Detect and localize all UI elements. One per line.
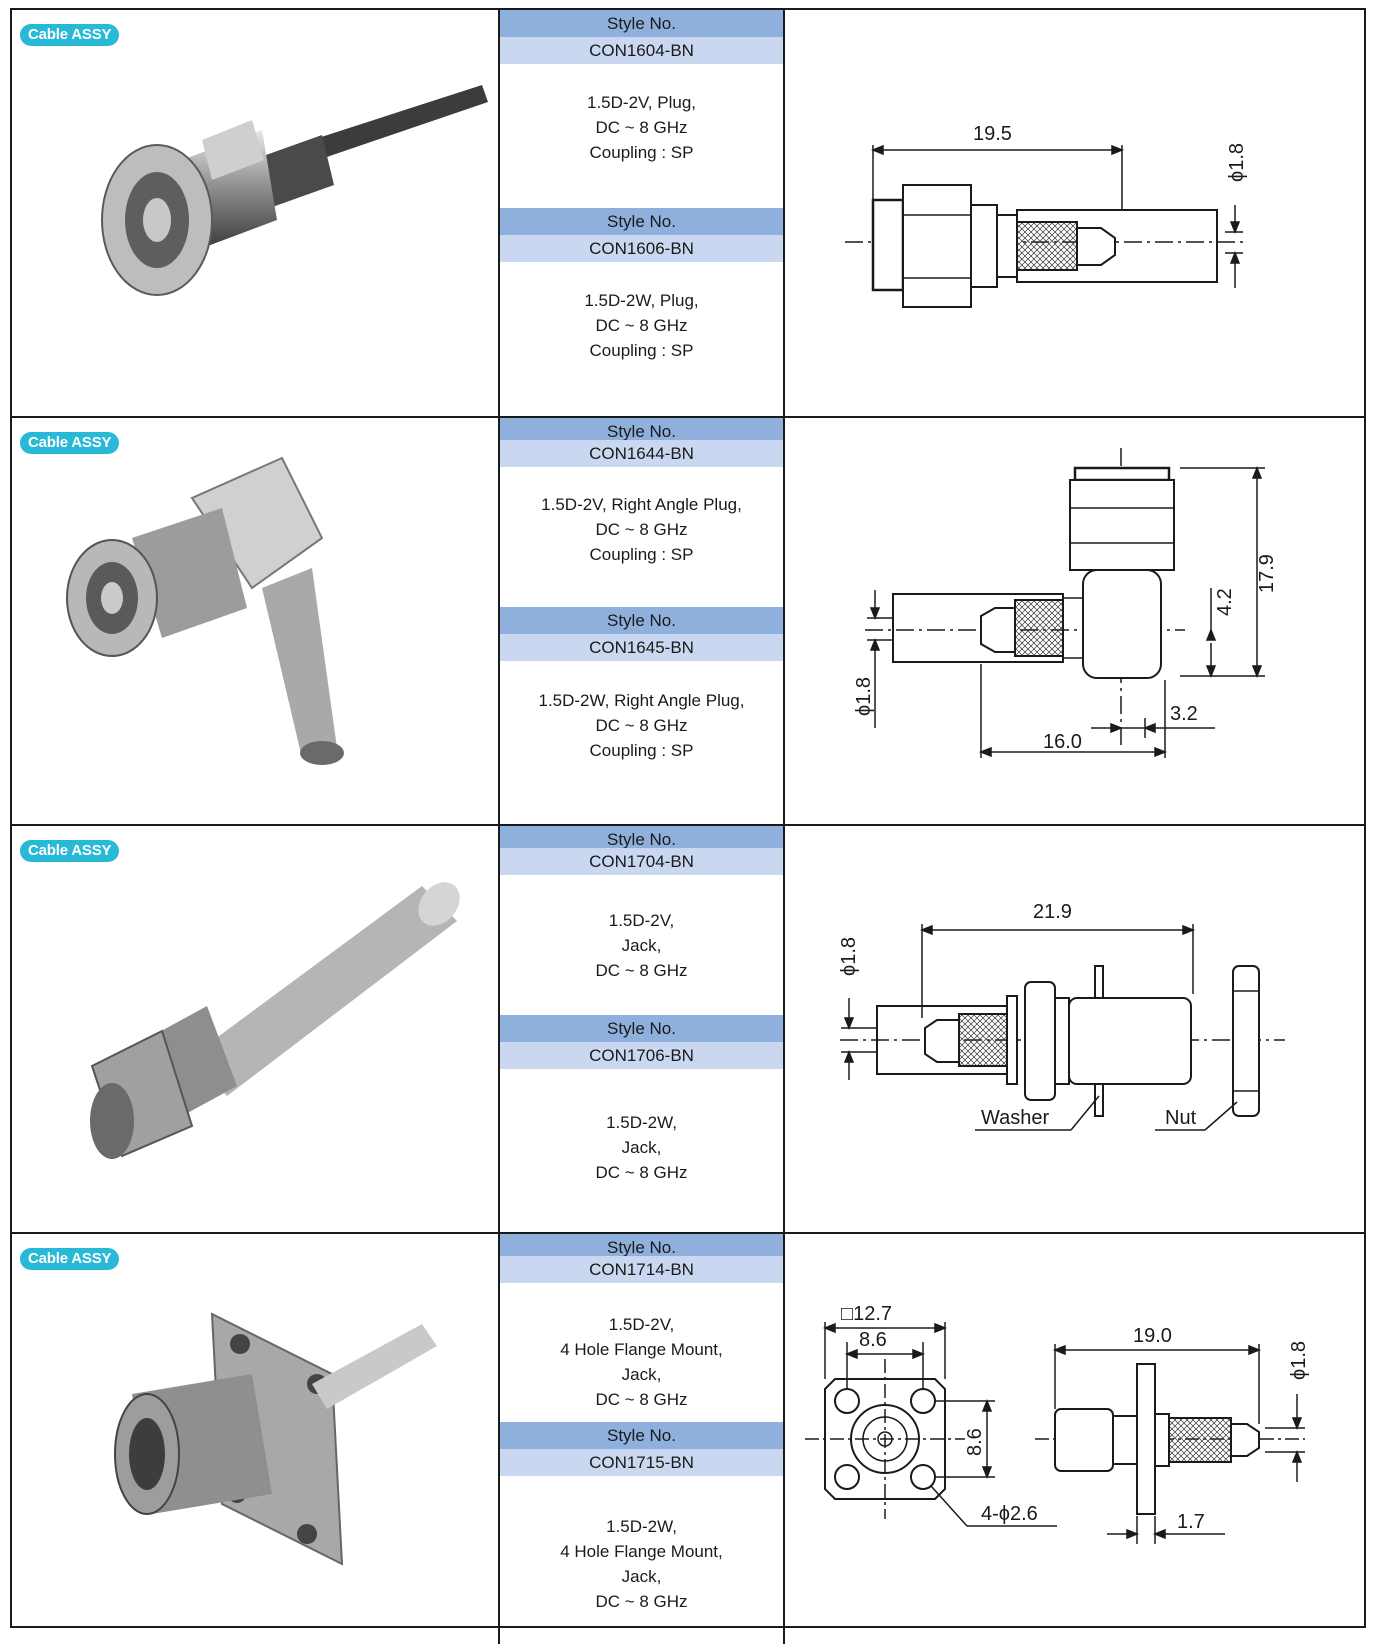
dimension-drawing: □12.7 8.6 8.6 4-ϕ2.6 [785,1234,1364,1644]
product-description: 1.5D-2V,4 Hole Flange Mount,Jack,DC ~ 8 … [560,1315,723,1409]
spec-cell: Style No. CON1714-BN 1.5D-2V,4 Hole Flan… [500,1234,785,1644]
style-number: CON1714-BN [500,1256,783,1283]
product-description: 1.5D-2W,4 Hole Flange Mount,Jack,DC ~ 8 … [560,1517,723,1611]
product-table: Cable ASSY Style No. CON1604-BN 1.5D-2V,… [10,8,1366,1644]
style-number: CON1645-BN [500,634,783,661]
washer-label: Washer [981,1107,1050,1129]
tip-dimension: 3.2 [1170,703,1198,725]
dimension-drawing: 17.9 4.2 ϕ1.8 3.2 16.0 [785,418,1364,824]
jack-photo [90,882,460,1159]
diameter-dimension: ϕ1.8 [1288,1341,1310,1380]
flange-jack-photo [114,1312,437,1566]
plug-photo [101,85,488,296]
diameter-dimension: ϕ1.8 [853,677,875,716]
style-no-heading: Style No. [500,208,783,235]
style-no-heading: Style No. [500,1422,783,1449]
style-number: CON1604-BN [500,37,783,64]
product-row: Cable ASSY Style No. CON1714-BN 1.5D-2V,… [12,1234,1364,1644]
hole-pitch-x-dimension: 8.6 [859,1329,887,1351]
style-number: CON1644-BN [500,440,783,467]
product-row: Cable ASSY Style No. CON1704-BN 1.5D-2V,… [12,826,1364,1234]
photo-cell: Cable ASSY [12,418,500,824]
length-dimension: 21.9 [1033,901,1072,923]
product-row: Cable ASSY Style No. CON1604-BN 1.5D-2V,… [12,10,1364,418]
product-description: 1.5D-2V,Jack,DC ~ 8 GHz [595,911,688,980]
photo-cell: Cable ASSY [12,826,500,1232]
length-dimension: 19.0 [1133,1325,1172,1347]
cable-assy-badge: Cable ASSY [20,24,120,46]
length-dimension: 19.5 [973,123,1012,145]
dimension-drawing: 21.9 ϕ1.8 Washer Nut [785,826,1364,1232]
style-number: CON1704-BN [500,848,783,875]
style-number: CON1715-BN [500,1449,783,1476]
product-row: Cable ASSY Style No. CON1644-BN 1.5D-2V,… [12,418,1364,826]
photo-cell: Cable ASSY [12,10,500,416]
spec-cell: Style No. CON1644-BN 1.5D-2V, Right Angl… [500,418,785,824]
flange-thickness-dimension: 1.7 [1177,1511,1205,1533]
product-description: 1.5D-2W,Jack,DC ~ 8 GHz [595,1113,688,1182]
nut-label: Nut [1165,1107,1197,1129]
spec-cell: Style No. CON1704-BN 1.5D-2V,Jack,DC ~ 8… [500,826,785,1232]
diameter-dimension: ϕ1.8 [838,937,860,976]
style-number: CON1606-BN [500,235,783,262]
style-number: CON1706-BN [500,1042,783,1069]
style-no-heading: Style No. [500,10,783,37]
cable-assy-badge: Cable ASSY [20,1248,120,1270]
cable-assy-badge: Cable ASSY [20,432,120,454]
right-angle-plug-photo [66,456,344,765]
dimension-drawing: 19.5 ϕ1.8 [785,10,1364,416]
hole-pitch-y-dimension: 8.6 [964,1428,986,1456]
offset-dimension: 4.2 [1214,588,1236,616]
style-no-heading: Style No. [500,607,783,634]
style-no-heading: Style No. [500,1015,783,1042]
hole-count-dimension: 4-ϕ2.6 [981,1503,1038,1525]
photo-cell: Cable ASSY [12,1234,500,1644]
diameter-dimension: ϕ1.8 [1226,143,1248,182]
length-dimension: 16.0 [1043,731,1082,753]
spec-cell: Style No. CON1604-BN 1.5D-2V, Plug,DC ~ … [500,10,785,416]
cable-assy-badge: Cable ASSY [20,840,120,862]
height-dimension: 17.9 [1256,554,1278,593]
flange-size-dimension: □12.7 [841,1303,892,1325]
